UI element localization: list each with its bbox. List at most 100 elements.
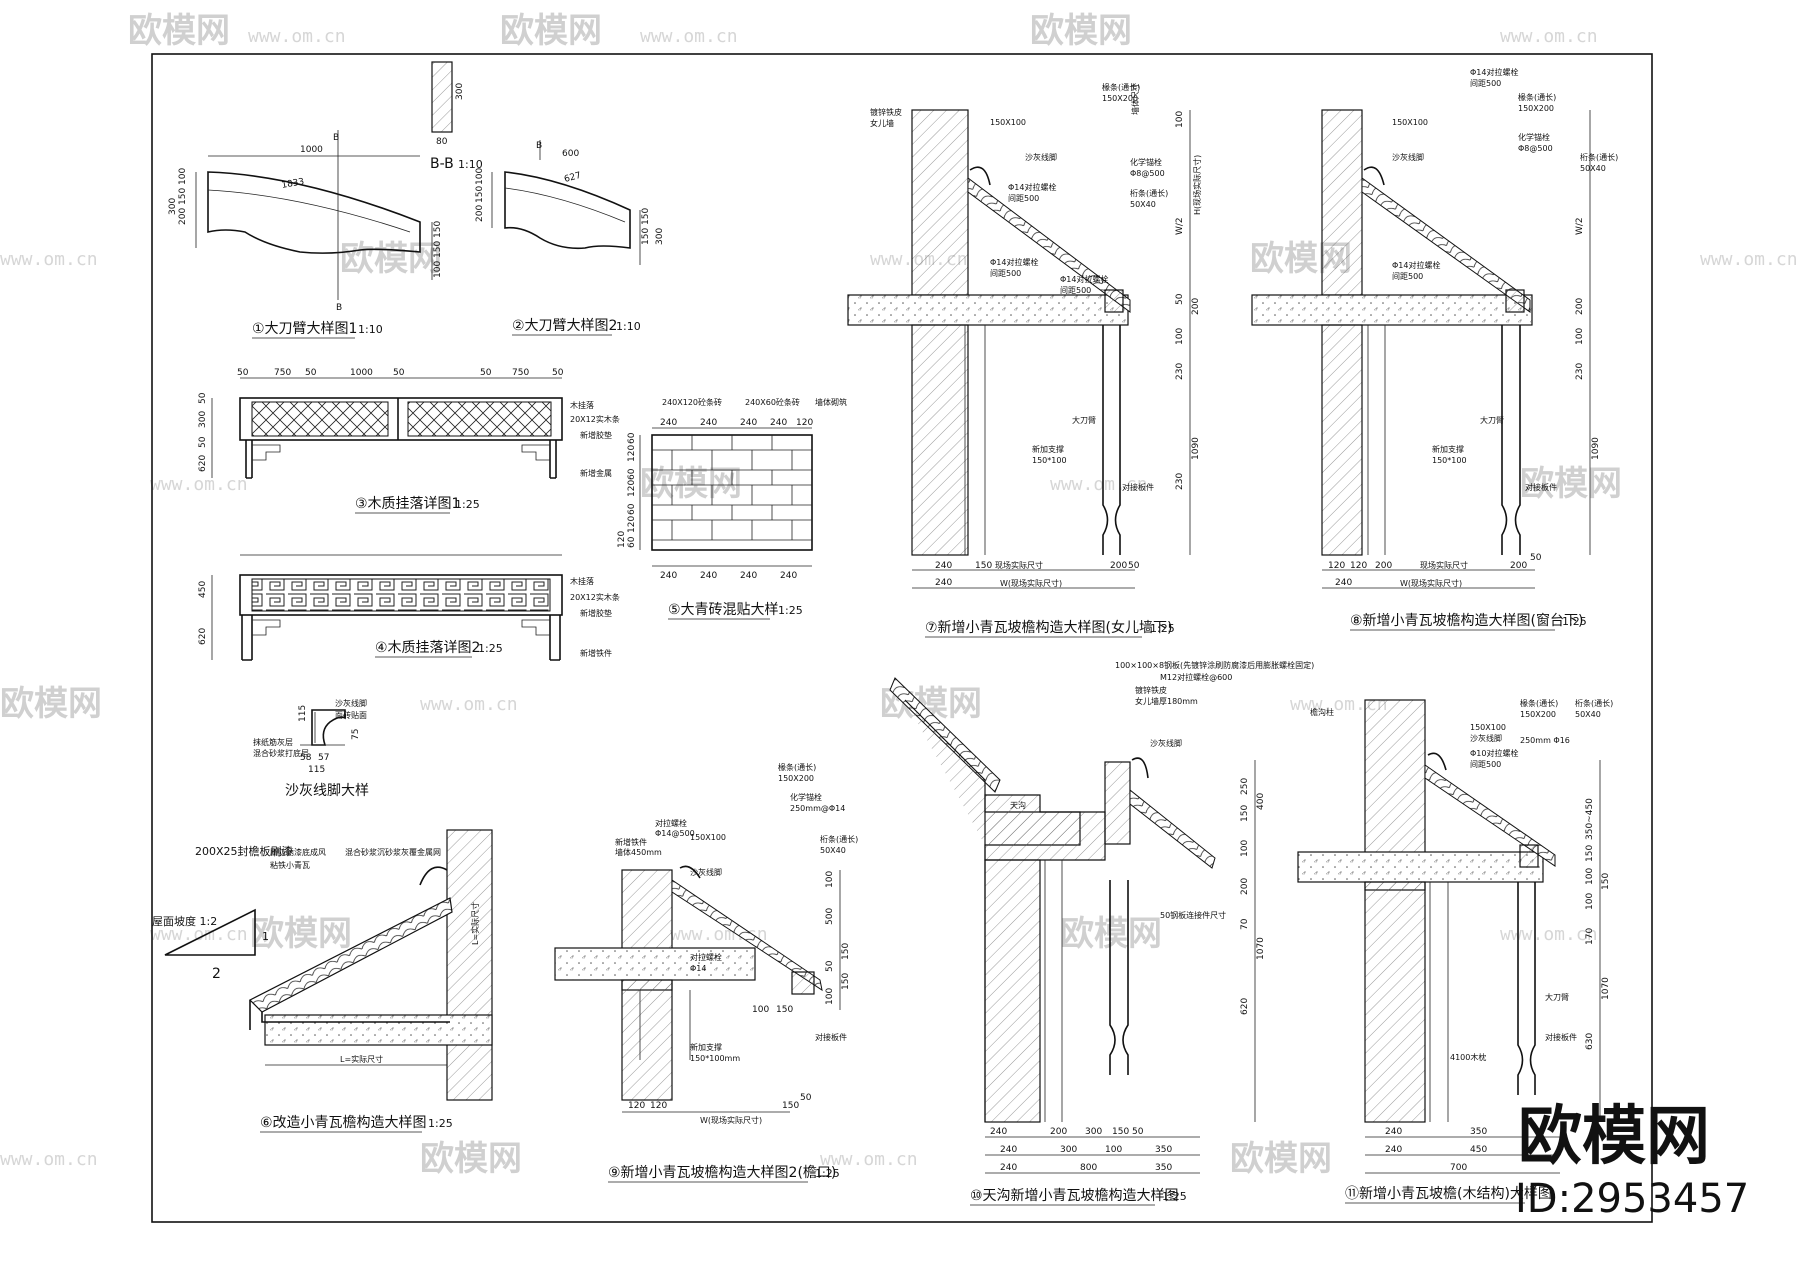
d3-scale: 1:25: [455, 498, 480, 511]
d7-n-6: 化学锚栓: [1130, 157, 1162, 167]
d8-r-3: 100: [1575, 328, 1585, 345]
d11-r-6: 170: [1585, 928, 1595, 945]
detail-d9: 120 120 150 50 100 150 100 500 150 50 15…: [554, 762, 858, 1183]
d9-n-5: 椽条(通长): [778, 762, 816, 772]
d9-n-1: 新增铁件: [615, 837, 647, 847]
d5-l-8: 120: [617, 531, 627, 548]
detail-d4: 450 620 木挂落 20X12实木条 新增胶垫 新增铁件 ④木质挂落详图2 …: [198, 554, 620, 661]
d9-n-3: 对拉螺栓: [655, 818, 687, 828]
d5-top-label-1: 240X120砼条砖: [662, 397, 722, 407]
d9-r-1: 100: [825, 871, 835, 888]
d7-n-18: 150*100: [1032, 456, 1067, 465]
d12-note-4: 混合砂浆沉砂浆灰覆金属网: [345, 847, 441, 857]
d10-b1-2: 200: [1050, 1127, 1067, 1137]
wm-brand-2: 欧模网: [500, 11, 602, 51]
d8-n-14: 150*100: [1432, 456, 1467, 465]
d4-note-2: 20X12实木条: [570, 592, 620, 602]
wm-site-10: www.om.cn: [1290, 694, 1388, 715]
d7-n-17: 新加支撑: [1032, 444, 1064, 454]
wm-brand-7: 欧模网: [1520, 464, 1622, 504]
d7-r-6: 230: [1175, 363, 1185, 380]
bb-mark-bottom: B: [336, 303, 342, 313]
d7-n-8: Φ14对拉螺栓: [1008, 182, 1056, 192]
d9-s-2: 150: [776, 1005, 793, 1015]
detail-d10: 240 200 300 150 50 240 300 100 350 240 8…: [889, 660, 1314, 1206]
d5-l-5: 60: [627, 503, 637, 515]
d1-scale: 1:10: [358, 323, 383, 336]
d5-tv-4: 240: [770, 418, 787, 428]
d5-b-4: 240: [780, 571, 797, 581]
detail-d2: B 600 627 100 150 200 150 150 300 ②大刀臂大样…: [475, 140, 665, 336]
d7-b-1: 240: [935, 561, 952, 571]
d10-r-1: 250: [1240, 778, 1250, 795]
d2-title: ②大刀臂大样图2: [512, 318, 617, 334]
d10-r-5: 200: [1240, 878, 1250, 895]
d9-b-2: 120: [650, 1101, 667, 1111]
d7-total: 240: [935, 578, 952, 588]
d9-s-1: 100: [752, 1005, 769, 1015]
d9-n-2: 墙体450mm: [615, 847, 662, 857]
d10-b2-4: 350: [1155, 1145, 1172, 1155]
d8-b-1: 120: [1328, 561, 1345, 571]
d11-n-1: 檐沟柱: [1310, 707, 1334, 717]
d8-b-3: 200: [1375, 561, 1392, 571]
d7-r-7: 1090: [1191, 437, 1201, 460]
d10-n-1: 100×100×8钢板(先镀锌涂刷防腐漆后用膨胀螺栓固定): [1115, 660, 1314, 670]
d5-l-3: 60: [627, 468, 637, 480]
d10-r-2: 400: [1256, 793, 1266, 810]
d5-l-4: 120: [627, 480, 637, 497]
d6-note-4: 面砖贴面: [335, 710, 367, 720]
d3-top-2: 750: [274, 368, 291, 378]
d9-scale: 1:25: [815, 1167, 840, 1180]
d9-b-1: 120: [628, 1101, 645, 1111]
d7-n-12: 50X40: [1130, 200, 1156, 209]
d10-scale: 1:25: [1162, 1190, 1187, 1203]
d6-title: 沙灰线脚大样: [285, 783, 369, 799]
d8-n-5: 150X100: [1392, 118, 1428, 127]
d10-b1-5: 50: [1132, 1127, 1144, 1137]
d11-n-8: 间距500: [1470, 760, 1501, 769]
brand-id: ID:2953457: [1515, 1176, 1749, 1222]
d7-n-2: 女儿墙: [870, 118, 894, 128]
d4-note-3: 新增胶垫: [580, 608, 612, 618]
d12-slope-1: 1: [262, 930, 269, 943]
d9-n-10: 桁条(通长): [820, 834, 858, 844]
d8-n-8: 沙灰线脚: [1392, 152, 1424, 162]
d11-r-3: 100: [1585, 868, 1595, 885]
d1-dim-top: 1000: [300, 145, 323, 155]
d5-scale: 1:25: [778, 604, 803, 617]
d6-note-2: 抹纸筋灰层: [253, 737, 293, 747]
d1-left-3: 200: [178, 208, 188, 225]
d11-b-5: 700: [1450, 1163, 1467, 1173]
d10-b2-3: 100: [1105, 1145, 1122, 1155]
d9-n-8: 化学锚栓: [790, 792, 822, 802]
d12-slope-2: 2: [212, 966, 221, 982]
wm-site-11: www.om.cn: [150, 924, 248, 945]
d8-n-13: 新加支撑: [1432, 444, 1464, 454]
d5-title: ⑤大青砖混贴大样: [668, 602, 779, 618]
d9-n-14: Φ14: [690, 964, 706, 973]
d7-b-3: 200: [1110, 561, 1127, 571]
d7-n-20: 现场实际尺寸: [995, 560, 1043, 570]
bb-label: B-B: [430, 156, 454, 172]
d10-title: ⑩天沟新增小青瓦坡檐构造大样图: [970, 1188, 1179, 1204]
d5-l-1: 60: [627, 432, 637, 444]
d8-r-4: 230: [1575, 363, 1585, 380]
d11-n-13: 对接板件: [1545, 1032, 1577, 1042]
d8-n-1: Φ14对拉螺栓: [1470, 67, 1518, 77]
d11-r-5: 100: [1585, 893, 1595, 910]
d1-left-2: 150: [178, 188, 188, 205]
d7-n-7: Φ8@500: [1130, 169, 1165, 178]
section-bb: 80 300 B-B 1:10: [430, 61, 483, 172]
bb-width: 80: [436, 137, 448, 147]
d11-n-11: 大刀臂: [1545, 992, 1569, 1002]
d3-top-1: 50: [237, 368, 249, 378]
d9-n-18: W(现场实际尺寸): [700, 1115, 762, 1125]
d7-r-3: 200: [1191, 298, 1201, 315]
d6-note-1: 沙灰线脚: [335, 698, 367, 708]
d8-n-3: 椽条(通长): [1518, 92, 1556, 102]
d10-b1-1: 240: [990, 1127, 1007, 1137]
d7-n-16: 间距500: [1060, 286, 1091, 295]
d2-mark: B: [536, 141, 542, 151]
d5-tv-3: 240: [740, 418, 757, 428]
